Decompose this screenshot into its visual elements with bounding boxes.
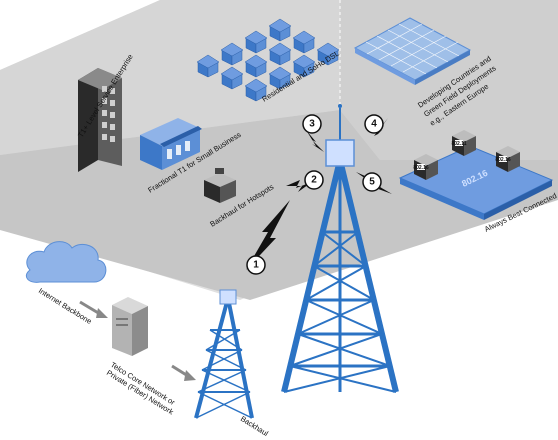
link-bolt-2 (286, 180, 312, 192)
svg-text:802.11: 802.11 (451, 141, 466, 147)
svg-text:1: 1 (253, 260, 259, 271)
house-icon (244, 30, 268, 54)
enterprise-building-icon (78, 68, 122, 172)
device-right-icon: 802.16 (495, 146, 520, 172)
svg-text:802.16: 802.16 (495, 157, 511, 163)
device-mid-icon: 802.11 (451, 130, 476, 156)
svg-text:802.16: 802.16 (413, 165, 429, 171)
house-icon (316, 42, 340, 66)
residential-houses-icon (196, 18, 340, 102)
house-icon (292, 54, 316, 78)
house-icon (220, 42, 244, 66)
callout-2: 2 (304, 170, 324, 190)
link-bolt-1 (246, 200, 290, 270)
svg-text:3: 3 (309, 119, 315, 130)
house-icon (268, 66, 292, 90)
developing-countries-map-icon (353, 17, 472, 85)
ground-plane-front (0, 110, 558, 300)
backhaul-tower-icon (194, 289, 254, 419)
link-bolt-3 (306, 130, 324, 152)
svg-text:4: 4 (371, 119, 377, 130)
house-icon (292, 30, 316, 54)
core-server-icon (112, 297, 148, 356)
arrow-backbone-to-core (79, 300, 108, 318)
arrow-core-to-backhaul (171, 364, 196, 381)
always-best-platform: 802.16 802.16 802.11 802.16 (398, 130, 554, 220)
device-left-icon: 802.16 (413, 154, 438, 180)
house-icon (268, 18, 292, 42)
house-icon (196, 54, 220, 78)
house-icon (244, 54, 268, 78)
house-icon (244, 78, 268, 102)
callout-5: 5 (362, 172, 382, 192)
svg-text:5: 5 (369, 177, 375, 188)
backhaul-label: Backhaul (239, 414, 270, 438)
small-business-store-icon (140, 118, 202, 170)
callout-1: 1 (246, 255, 266, 275)
house-icon (220, 66, 244, 90)
house-icon (268, 42, 292, 66)
svg-text:2: 2 (311, 175, 317, 186)
callout-3: 3 (302, 114, 322, 134)
callout-4: 4 (364, 114, 384, 134)
main-tower-icon (281, 104, 399, 393)
hotspot-device-icon (204, 168, 236, 203)
internet-cloud-icon (25, 241, 107, 283)
